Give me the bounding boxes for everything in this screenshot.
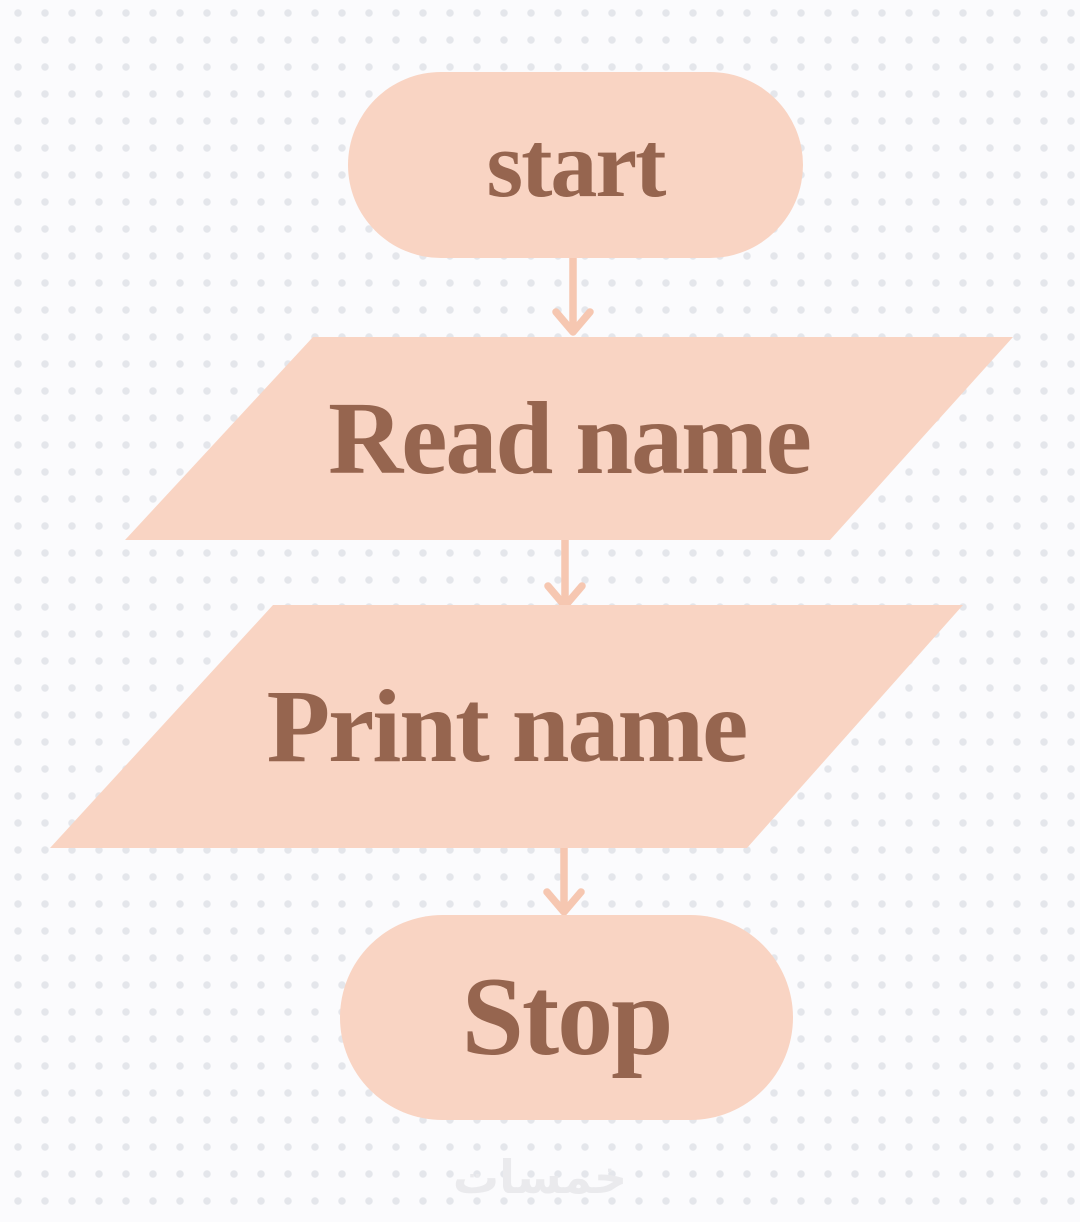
arrow-down-icon bbox=[541, 534, 589, 617]
arrow-down-icon bbox=[549, 253, 597, 343]
flowchart-node-start: start bbox=[348, 72, 803, 258]
print-name-label: Print name bbox=[266, 669, 749, 784]
watermark-text: خمسات bbox=[452, 1150, 628, 1204]
start-label: start bbox=[486, 113, 667, 217]
stop-label: Stop bbox=[461, 955, 674, 1079]
arrow-down-icon bbox=[540, 842, 588, 923]
flowchart-node-stop: Stop bbox=[340, 915, 793, 1120]
read-name-label: Read name bbox=[328, 381, 812, 496]
